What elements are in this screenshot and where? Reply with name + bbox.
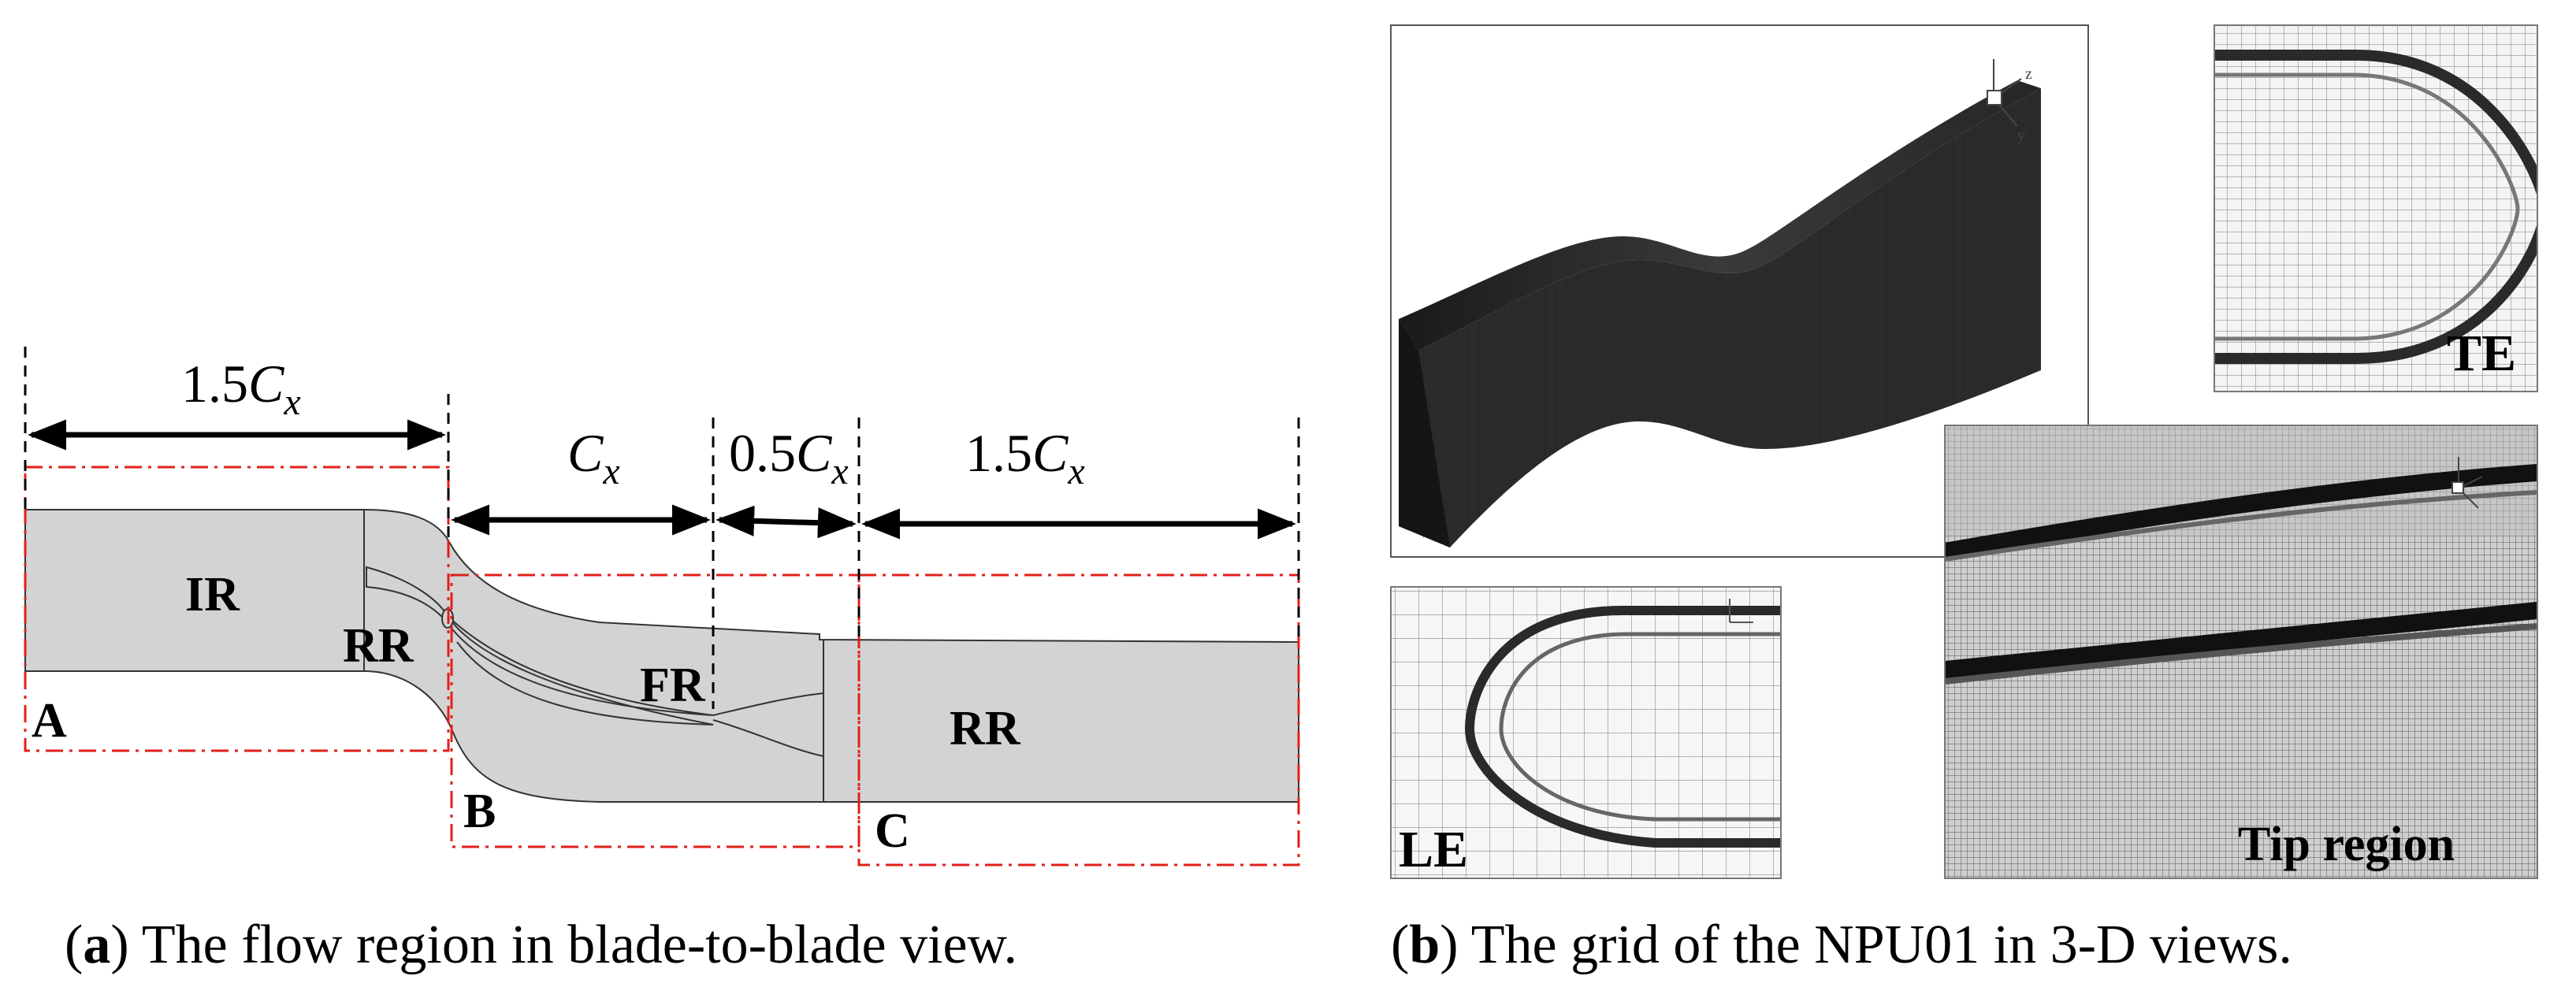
flow-domain [24,509,1299,803]
dim-label-gap: 0.5Cx [729,423,849,492]
region-box-c [857,573,1300,867]
dim-arrow-gap [716,505,857,539]
caption-a: (a) The flow region in blade-to-blade vi… [65,915,1018,975]
dim-label-inlet: 1.5Cx [181,354,301,423]
grid-views: z y TE LE Tip [1390,24,2538,879]
dim-label-blade: Cx [567,423,620,492]
tip-region-label: Tip region [2238,818,2455,871]
triad-label-z: z [2025,65,2032,83]
caption-b-label: b [1409,915,1440,975]
triad-label-y: y [2017,127,2025,144]
caption-a-label: a [83,915,111,975]
region-box-a [24,466,450,752]
dim-label-outlet: 1.5Cx [965,423,1085,492]
flow-region-diagram: 1.5Cx Cx 0.5Cx 1.5Cx IR RR FR RR A B C [24,347,1300,867]
te-grid-view [2214,25,2537,392]
region-label-rr-left: RR [343,619,414,673]
caption-a-text: The flow region in blade-to-blade view. [141,915,1018,975]
te-label: TE [2447,325,2516,382]
region-label-rr-right: RR [950,702,1021,755]
caption-b: (b) The grid of the NPU01 in 3-D views. [1391,915,2292,975]
point-label-a: A [32,694,67,748]
region-label-fr: FR [640,659,706,712]
le-label: LE [1399,821,1468,878]
blade-profile-lower [447,615,714,726]
wake-lines [712,692,824,757]
region-label-ir: IR [185,568,240,622]
tip-region-grid-view [1945,425,2537,878]
point-label-c: C [875,804,910,858]
le-grid-view [1391,587,1781,878]
point-label-b: B [463,785,496,838]
region-box-b [450,573,861,848]
caption-b-text: The grid of the NPU01 in 3-D views. [1470,915,2292,975]
